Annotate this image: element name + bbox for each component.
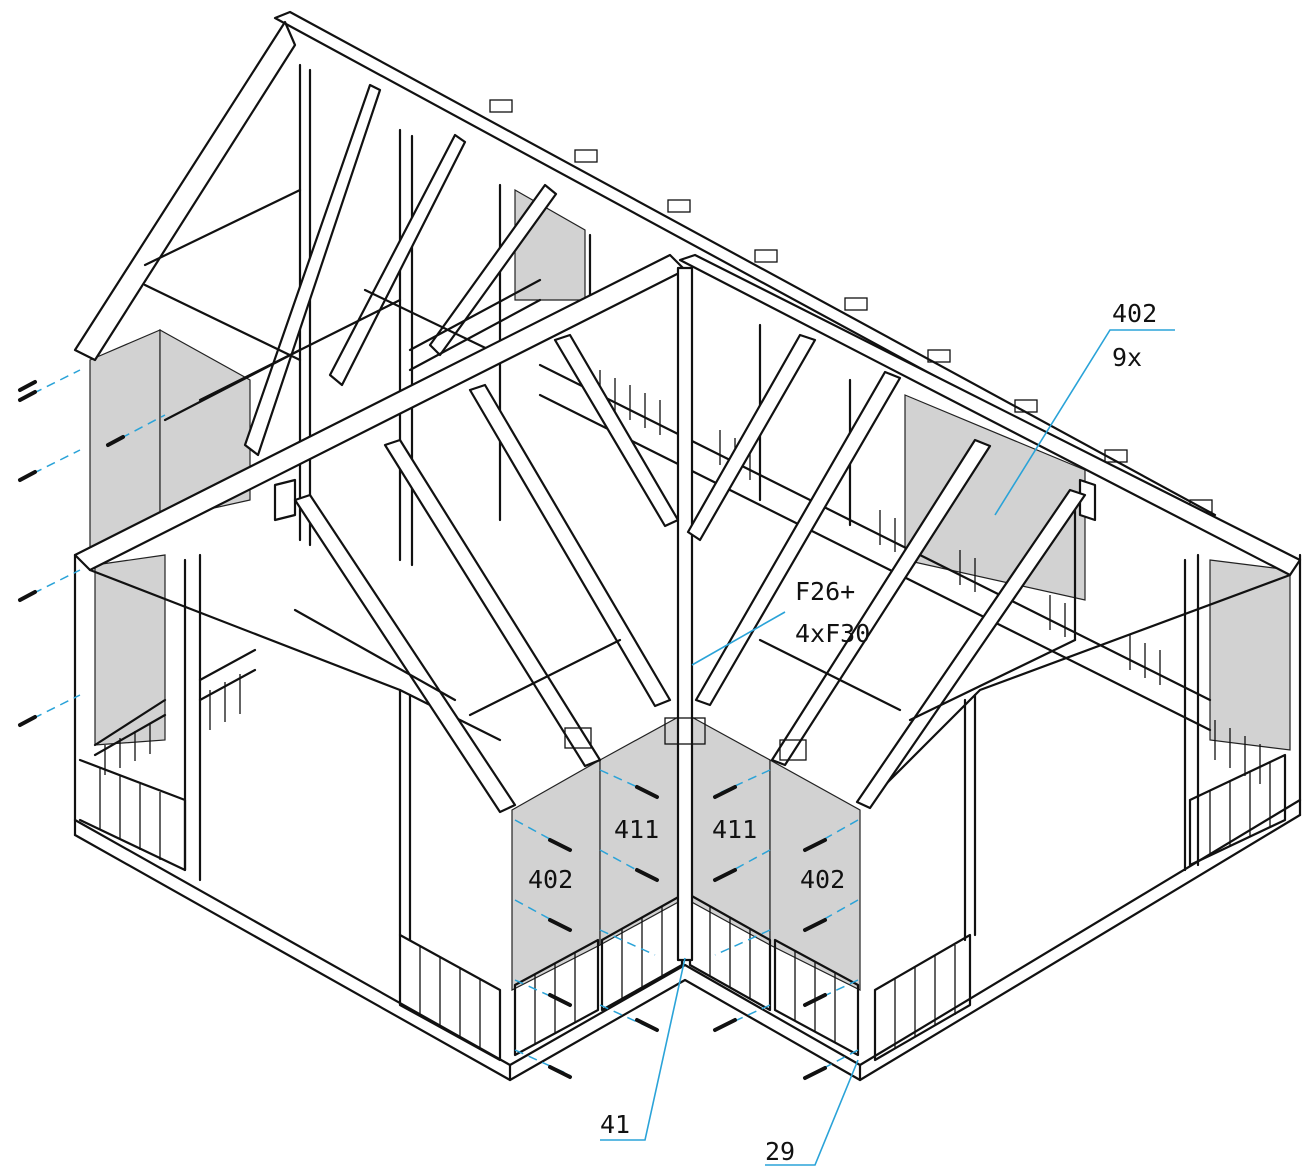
railings xyxy=(93,278,1261,784)
callout-fastener-4xf30: 4xF30 xyxy=(795,619,870,648)
callout-panel-402-left: 402 xyxy=(528,865,573,894)
leader-lines xyxy=(600,329,1175,1166)
callout-part-41: 41 xyxy=(600,1110,630,1139)
callout-panel-411-right: 411 xyxy=(712,815,757,844)
base-frame xyxy=(73,553,1302,1082)
callout-part-402-top: 402 xyxy=(1112,299,1157,328)
main-roof-frame xyxy=(73,10,1217,872)
callout-panel-411-left: 411 xyxy=(614,815,659,844)
lower-boards xyxy=(78,753,1287,1062)
callout-part-29: 29 xyxy=(765,1137,795,1166)
callout-panel-402-right: 402 xyxy=(800,865,845,894)
front-gable-frame xyxy=(73,253,1302,962)
callout-qty-9x: 9x xyxy=(1112,343,1142,372)
callout-fastener-f26: F26+ xyxy=(795,577,855,606)
fasteners xyxy=(18,369,859,1080)
callouts: 402 9x F26+ 4xF30 402 411 411 402 41 29 xyxy=(528,299,1157,1166)
